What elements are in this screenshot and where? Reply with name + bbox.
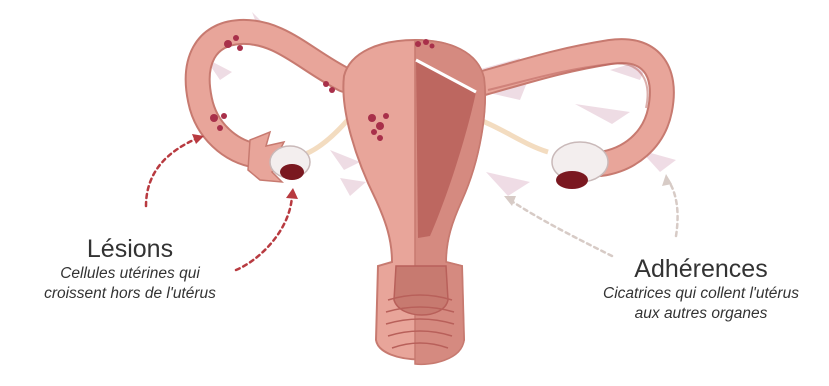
right-ovary-lesion xyxy=(556,171,588,189)
lesions-annotation: Lésions Cellules utérines qui croissent … xyxy=(14,234,246,304)
lesions-title: Lésions xyxy=(14,234,246,264)
lesions-desc-line2: croissent hors de l'utérus xyxy=(14,284,246,304)
adhesion-arrows xyxy=(510,180,678,256)
left-ovary-lesion xyxy=(280,164,304,180)
lesions-desc-line1: Cellules utérines qui xyxy=(14,264,246,284)
adherences-desc-line1: Cicatrices qui collent l'utérus xyxy=(574,284,828,304)
right-ovarian-ligament xyxy=(480,120,548,152)
adherences-desc-line2: aux autres organes xyxy=(574,304,828,324)
adherences-title: Adhérences xyxy=(574,254,828,284)
adherences-annotation: Adhérences Cicatrices qui collent l'utér… xyxy=(574,254,828,324)
